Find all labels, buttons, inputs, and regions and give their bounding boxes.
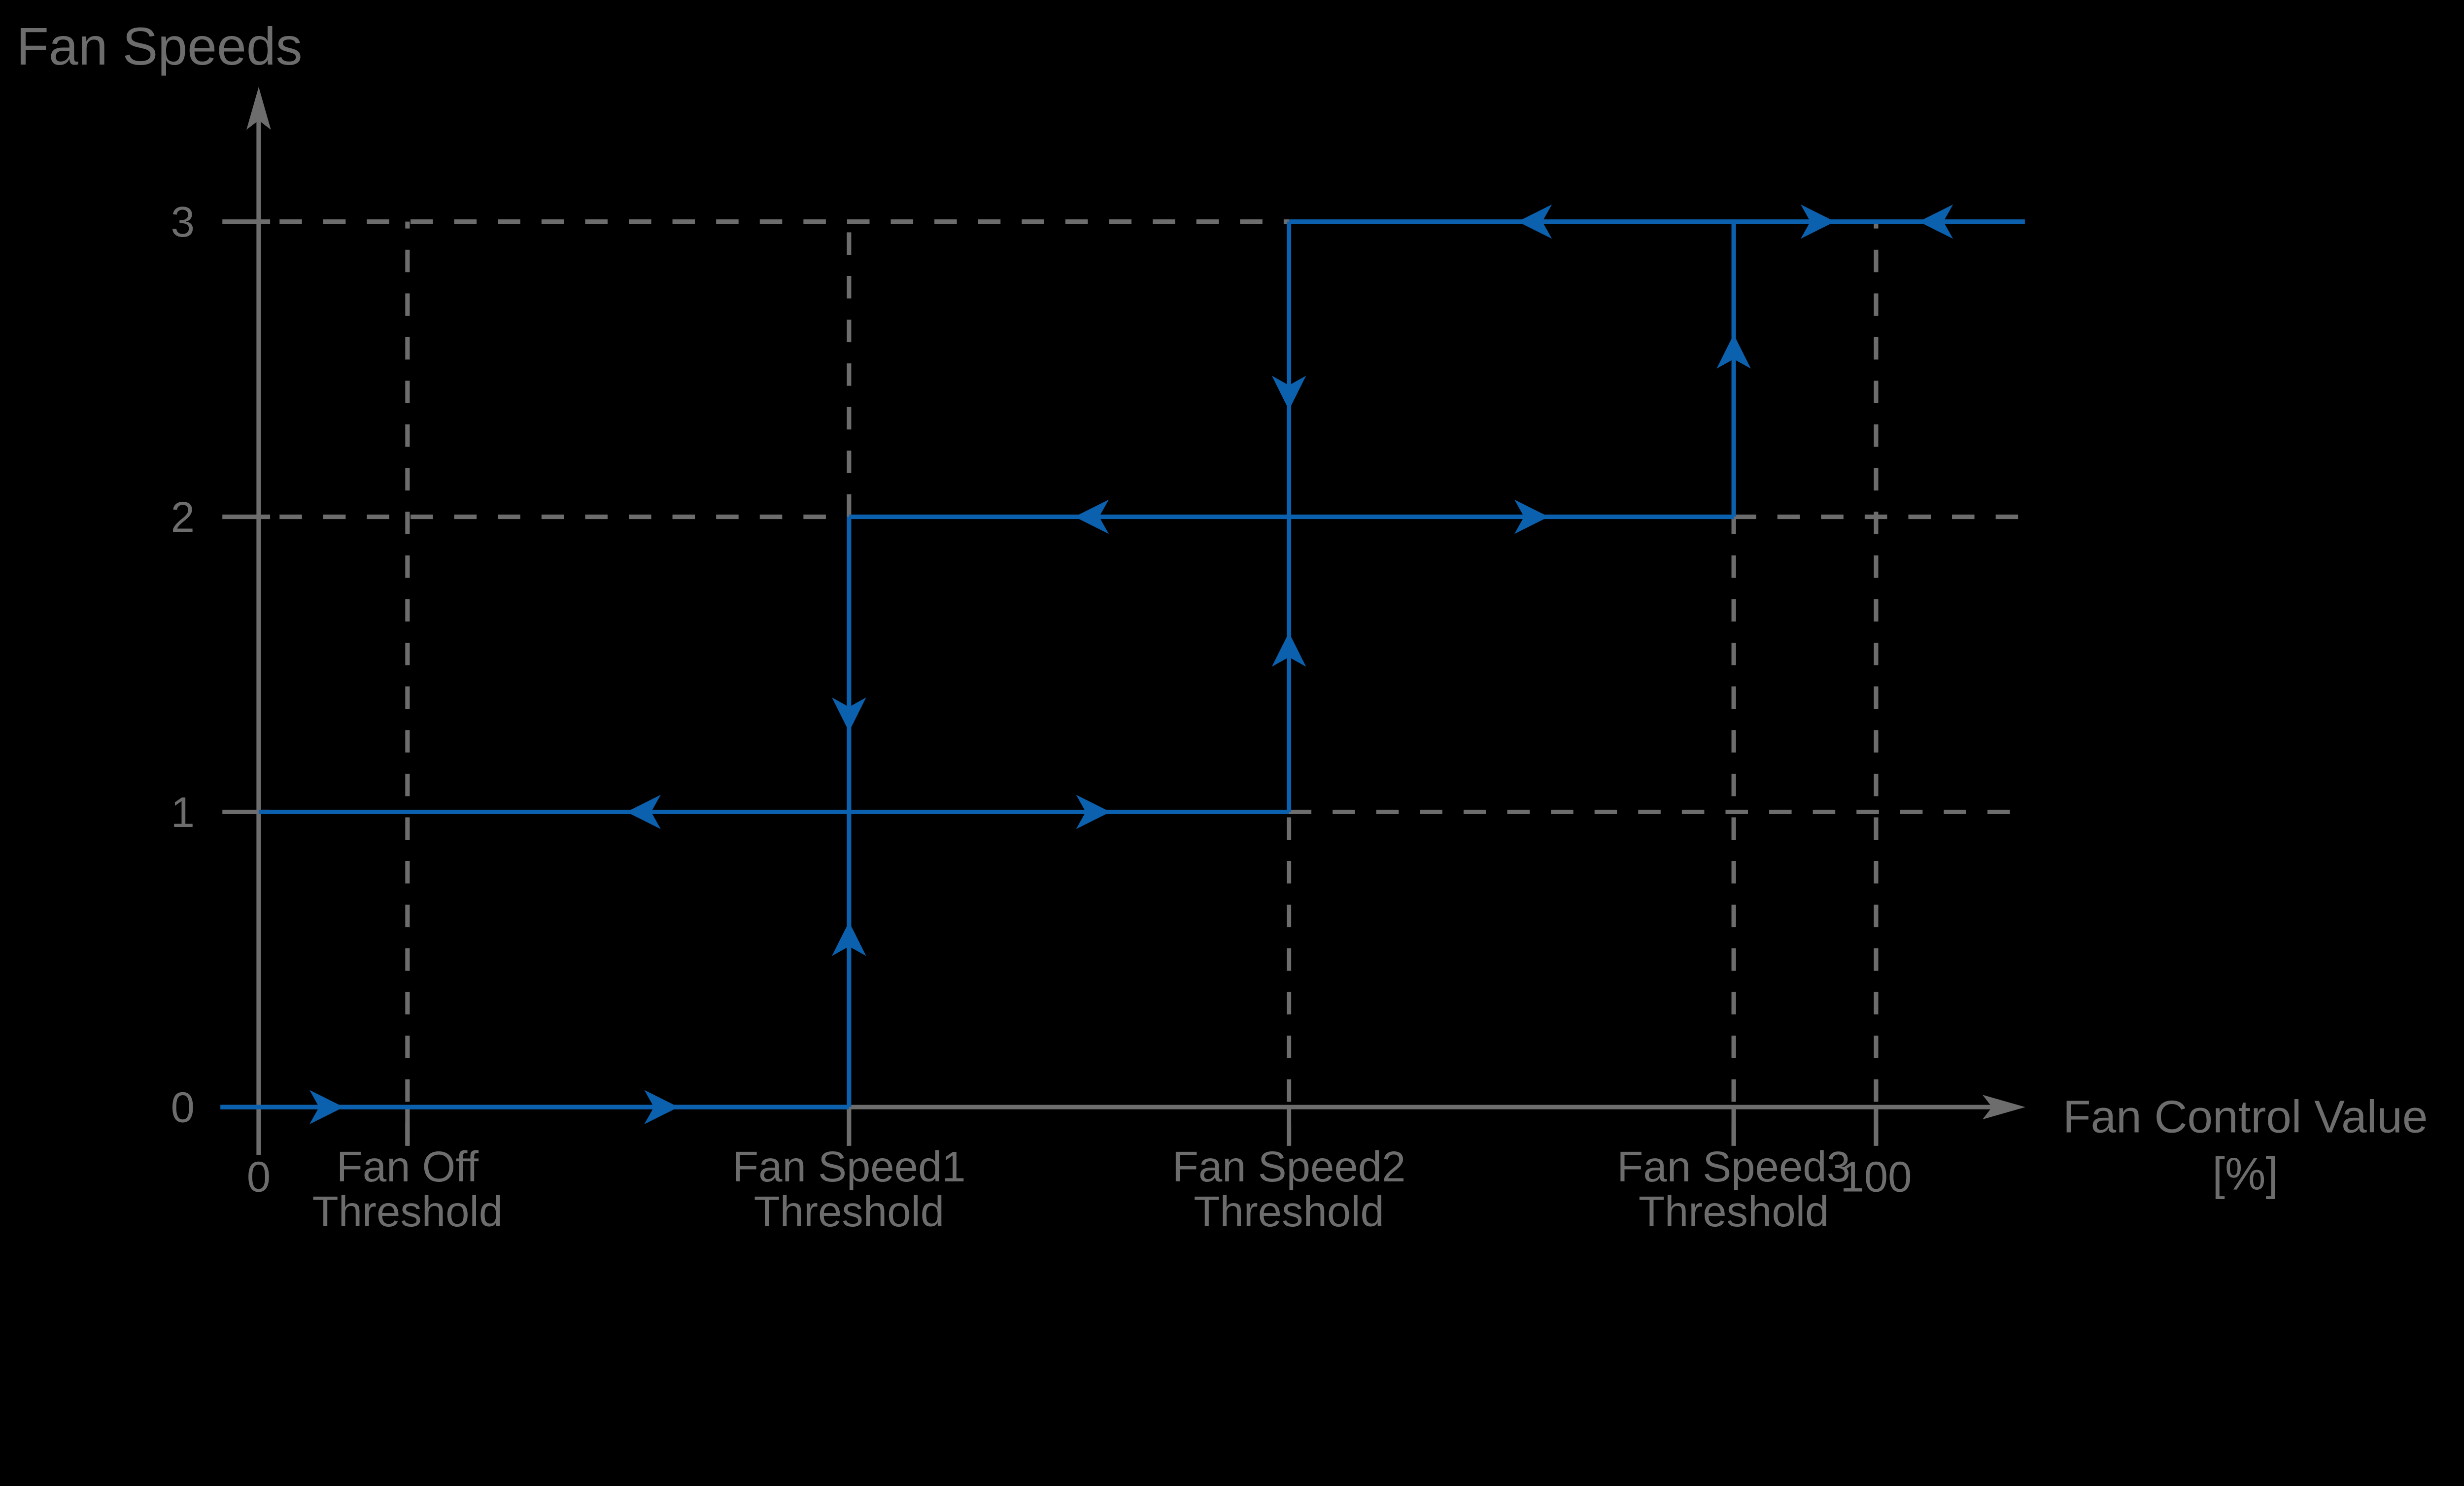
flow-arrow-right-speed3-run-1 (1800, 204, 1835, 239)
x-tick-label-fan-speed1-line1: Fan Speed1 (732, 1143, 966, 1191)
flow-arrow-up-speed1-threshold-step-0 (832, 922, 866, 956)
flow-arrow-left-speed3-run-2 (1918, 204, 1953, 239)
x-tick-label-fan-speed1-line2: Threshold (754, 1188, 945, 1230)
y-tick-label-2: 2 (171, 493, 195, 541)
x-axis-title-line1: Fan Control Value (2063, 1091, 2428, 1142)
y-axis-arrow-icon (246, 87, 271, 130)
y-tick-label-1: 1 (171, 789, 195, 836)
y-tick-label-3: 3 (171, 198, 195, 246)
flow-arrow-right-speed1-run-1 (1076, 795, 1111, 829)
flow-arrow-right-speed2-run-1 (1514, 499, 1549, 534)
x-tick-label-fan-speed2-line1: Fan Speed2 (1172, 1143, 1406, 1191)
chart-background (0, 0, 2464, 1230)
flow-arrow-down-speed2-threshold-step-1 (1271, 376, 1306, 410)
flow-arrow-up-speed2-threshold-step-0 (1271, 632, 1306, 667)
x-axis-arrow-icon (1983, 1095, 2025, 1120)
y-axis-title: Fan Speeds (16, 17, 302, 76)
x-tick-label-fan-off-line1: Fan Off (337, 1143, 479, 1191)
flow-arrow-up-speed3-threshold-step-0 (1716, 334, 1751, 369)
x-tick-label-0: 0 (247, 1153, 271, 1201)
flow-arrow-left-speed2-run-0 (1074, 499, 1109, 534)
x-tick-label-100: 100 (1840, 1153, 1912, 1201)
flow-arrow-down-speed1-threshold-step-1 (832, 697, 866, 732)
x-tick-label-fan-off-line2: Threshold (312, 1188, 503, 1230)
flow-arrow-left-speed3-run-0 (1517, 204, 1552, 239)
y-tick-label-0: 0 (171, 1084, 195, 1132)
x-tick-label-fan-speed3-line1: Fan Speed3 (1617, 1143, 1850, 1191)
flow-arrow-left-speed1-run-0 (626, 795, 661, 829)
x-tick-label-fan-speed3-line2: Threshold (1639, 1188, 1829, 1230)
flow-arrow-right-speed0-run-0 (309, 1090, 344, 1124)
flow-arrow-right-speed0-run-1 (644, 1090, 679, 1124)
x-tick-label-fan-speed2-line2: Threshold (1194, 1188, 1384, 1230)
x-axis-title-line2: [%] (2212, 1148, 2278, 1199)
